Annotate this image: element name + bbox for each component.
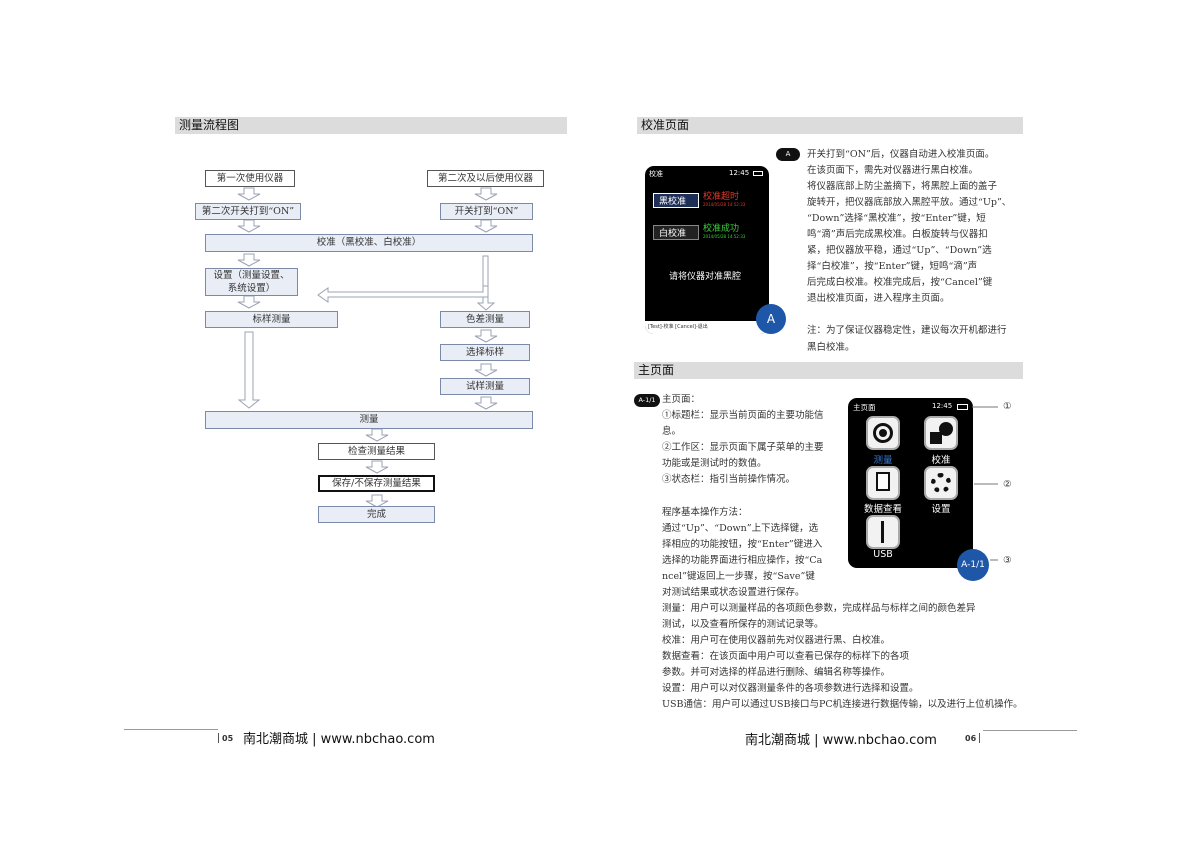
badge-a-tag: A: [776, 148, 800, 161]
desc-line-6: USB通信：用户可以通过USB接口与PC机连接进行数据传输，以及进行上位机操作。: [662, 699, 1023, 710]
cal-text-4: “Down”选择“黑校准”，按“Enter”键，短: [807, 213, 986, 224]
badge-a-circle: A: [756, 304, 786, 334]
black-cal-status: 校准超时: [703, 192, 740, 202]
cal-text-3: 旋转开，把仪器底部放入黑腔平放。通过“Up”、: [807, 197, 1012, 208]
main-item-0: ①标题栏：显示当前页面的主要功能信: [662, 410, 824, 421]
flow-check-result: 检查测量结果: [318, 443, 435, 460]
cal-text-0: 开关打到“ON”后，仪器自动进入校准页面。: [807, 149, 995, 160]
op-text-2: 选择的功能界面进行相应操作，按“Ca: [662, 555, 823, 566]
flow-arrows: [237, 187, 498, 508]
flow-measure: 测量: [205, 411, 533, 429]
data-view-tile[interactable]: [866, 466, 900, 500]
footer-brand-right: 南北潮商城 | www.nbchao.com: [745, 733, 937, 748]
flow-power-on: 开关打到“ON”: [440, 203, 533, 220]
measure-label: 测量: [873, 455, 893, 466]
flow-first-use: 第一次使用仪器: [205, 170, 295, 187]
desc-line-1: 测试，以及查看所保存的测试记录等。: [662, 619, 824, 630]
calibrate-label: 校准: [931, 455, 951, 466]
flow-color-diff: 色差测量: [440, 311, 530, 328]
screen-status-bar: [645, 321, 769, 334]
gear-icon: [931, 473, 951, 493]
op-title: 程序基本操作方法：: [662, 507, 748, 518]
cal-text-8: 后完成白校准。校准完成后，按“Cancel”键: [807, 277, 993, 288]
page-number-left: 05: [222, 734, 234, 743]
footer-brand-left: 南北潮商城 | www.nbchao.com: [243, 732, 435, 747]
cal-text-6: 紧，把仪器放平稳，通过“Up”、“Down”选: [807, 245, 992, 256]
main-page-screen: 主页面 12:45 测量 校准 数据查看 设置 USB: [848, 398, 973, 568]
black-cal-date: 2014/05/28 14:52:33: [703, 202, 746, 207]
screen-prompt: 请将仪器对准黑腔: [669, 272, 742, 282]
black-cal-button[interactable]: [653, 193, 699, 208]
main-item-3: 功能或是测试时的数值。: [662, 458, 767, 469]
footer-tick-left: [218, 733, 219, 743]
footer-rule-left: [124, 729, 218, 730]
callout-3: ③: [1003, 555, 1012, 566]
usb-icon: [881, 521, 884, 543]
black-cal-label: 黑校准: [659, 197, 687, 207]
usb-tile[interactable]: [866, 515, 900, 549]
flow-save-result: 保存/不保存测量结果: [318, 475, 435, 492]
desc-line-4: 参数。并可对选择的样品进行删除、编辑名称等操作。: [662, 667, 891, 678]
cal-text-2: 将仪器底部上防尘盖摘下，将黑腔上面的盖子: [807, 181, 998, 192]
main-intro: 主页面：: [662, 394, 701, 405]
screen-time: 12:45: [932, 402, 953, 410]
flow-std-measure: 标样测量: [205, 311, 338, 328]
desc-line-0: 测量：用户可以测量样品的各项颜色参数，完成样品与标样之间的颜色差异: [662, 603, 976, 614]
usb-label: USB: [873, 549, 893, 560]
desc-line-3: 数据查看：在该页面中用户可以查看已保存的标样下的各项: [662, 651, 910, 662]
flow-sample-measure: 试样测量: [440, 378, 530, 395]
op-text-3: ncel”键返回上一步骤，按“Save”键: [662, 571, 815, 582]
calibrate-icon: [930, 432, 942, 444]
screen-bottom-hint: [Test]-校准 [Cancel]-退出: [648, 324, 708, 330]
callout-1: ①: [1003, 401, 1012, 412]
callout-2: ②: [1003, 479, 1012, 490]
screen-time: 12:45: [729, 169, 750, 177]
screen-title: 校准: [649, 170, 663, 178]
desc-line-2: 校准：用户可在使用仪器前先对仪器进行黑、白校准。: [662, 635, 891, 646]
settings-tile[interactable]: [924, 466, 958, 500]
desc-line-5: 设置：用户可以对仪器测量条件的各项参数进行选择和设置。: [662, 683, 919, 694]
cal-text-5: 鸣“滴”声后完成黑校准。白板旋转与仪器扣: [807, 229, 988, 240]
white-cal-button[interactable]: [653, 225, 699, 240]
cal-note-1: 黑白校准。: [807, 342, 855, 353]
footer-rule-right: [983, 730, 1077, 731]
main-page-heading: 主页面: [634, 362, 1023, 379]
white-cal-label: 白校准: [659, 229, 687, 239]
flowchart-heading: 测量流程图: [175, 117, 567, 134]
battery-icon: [957, 404, 968, 410]
battery-icon: [753, 171, 763, 176]
screen-title: 主页面: [853, 403, 876, 412]
op-text-4: 对测试结果或状态设置进行保存。: [662, 587, 805, 598]
document-icon: [876, 472, 890, 491]
main-item-4: ③状态栏：指引当前操作情况。: [662, 474, 796, 485]
cal-text-9: 退出校准页面，进入程序主页面。: [807, 293, 950, 304]
badge-a11-tag: A-1/1: [634, 394, 660, 407]
op-text-0: 通过“Up”、“Down”上下选择键，选: [662, 523, 819, 534]
flow-settings: 设置（测量设置、 系统设置）: [205, 268, 298, 296]
white-cal-date: 2014/05/28 14:52:33: [703, 234, 746, 239]
measure-tile[interactable]: [866, 416, 900, 450]
page-number-right: 06: [965, 734, 977, 743]
flow-second-use: 第二次及以后使用仪器: [427, 170, 544, 187]
footer-tick-right: [979, 733, 980, 743]
badge-a11-circle: A-1/1: [957, 549, 989, 581]
callout-lines: [972, 406, 998, 561]
calibration-screen: 校准 12:45 黑校准 校准超时 2014/05/28 14:52:33 白校…: [645, 166, 769, 334]
main-item-1: 息。: [662, 426, 682, 437]
data-view-label: 数据查看: [863, 504, 902, 515]
flow-done: 完成: [318, 506, 435, 523]
flow-calibrate: 校准（黑校准、白校准）: [205, 234, 533, 252]
measure-icon: [873, 423, 893, 443]
op-text-1: 择相应的功能按钮，按“Enter”键进入: [662, 539, 823, 550]
calibrate-tile[interactable]: [924, 416, 958, 450]
flow-select-std: 选择标样: [440, 344, 530, 361]
cal-text-1: 在该页面下，需先对仪器进行黑白校准。: [807, 165, 979, 176]
flow-second-power: 第二次开关打到“ON”: [195, 203, 301, 220]
settings-label: 设置: [931, 504, 951, 515]
calibration-heading: 校准页面: [637, 117, 1023, 134]
white-cal-status: 校准成功: [703, 224, 740, 234]
main-item-2: ②工作区：显示页面下属子菜单的主要: [662, 442, 824, 453]
cal-note-0: 注：为了保证仪器稳定性，建议每次开机都进行: [807, 325, 1007, 336]
cal-text-7: 择“白校准”，按“Enter”键，短鸣“滴”声: [807, 261, 978, 272]
